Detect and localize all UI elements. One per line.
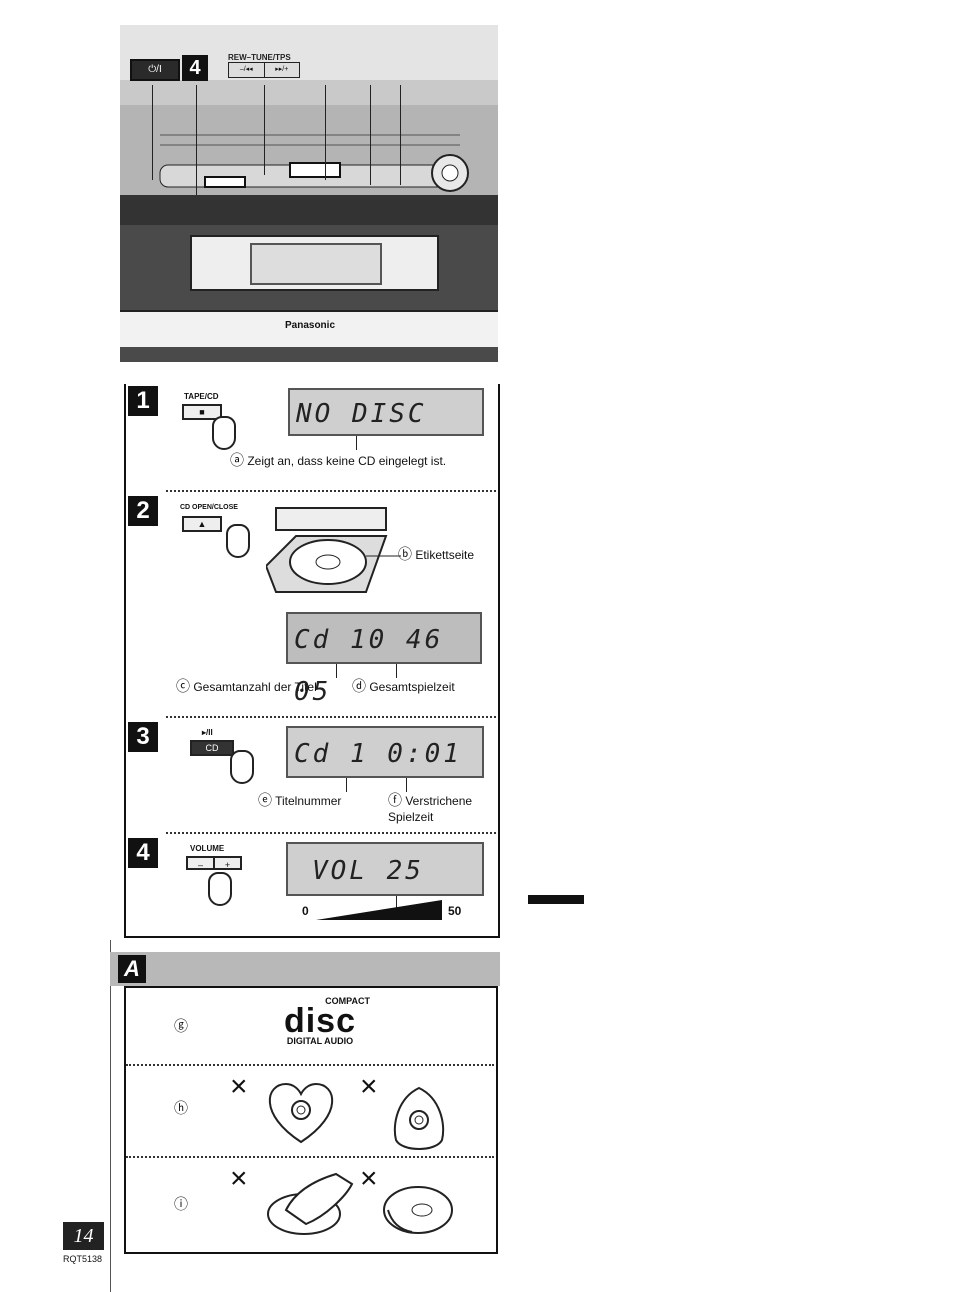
logo-digital-audio: DIGITAL AUDIO	[286, 1036, 354, 1046]
cd-window	[190, 235, 439, 291]
hand-icon	[208, 872, 232, 906]
caption-b-text: Etikettseite	[415, 548, 475, 562]
margin-rule	[110, 940, 111, 1292]
page-number: 14	[63, 1222, 104, 1250]
tape-cd-key: ■	[182, 404, 222, 420]
caption-d-text: Gesamtspielzeit	[369, 680, 455, 694]
dotted-separator	[166, 832, 496, 834]
dotted-separator	[126, 1156, 494, 1158]
marker-h: ⓗ	[174, 1100, 188, 1116]
callout-line	[400, 85, 401, 185]
volume-scale-min: 0	[302, 904, 309, 918]
cd-play-key: CD	[190, 740, 234, 756]
cd-open-close-label: CD OPEN/CLOSE	[180, 504, 238, 511]
device-brand-bar: Panasonic	[120, 310, 498, 347]
step-number-3: 3	[128, 722, 158, 752]
hand-on-disc	[267, 1172, 354, 1235]
lcd-cd-total: Cd 10 46 05	[286, 612, 482, 707]
caption-c: ⓒ Gesamtanzahl der Titel	[176, 676, 317, 696]
step-number-1: 1	[128, 386, 158, 416]
section-a-letter: A	[118, 955, 146, 983]
caption-a-text: Zeigt an, dass keine CD eingelegt ist.	[247, 454, 447, 468]
section-a-header	[110, 952, 500, 986]
caption-f: ⓕ Verstrichene Spielzeit	[388, 790, 488, 824]
marker-c: ⓒ	[176, 678, 190, 694]
dotted-separator	[126, 1064, 494, 1066]
marker-i: ⓘ	[174, 1196, 188, 1212]
volume-scale-max: 50	[448, 904, 462, 918]
lcd-volume: VOL 25	[286, 842, 484, 896]
callout-line	[325, 85, 326, 180]
callout-line	[370, 85, 371, 185]
volume-keys: – +	[186, 856, 242, 870]
device-panel-drawing	[159, 134, 469, 192]
document-code: RQT5138	[63, 1254, 103, 1264]
cd-open-close-key: ▲	[182, 516, 222, 532]
irregular-shaped-disc	[393, 1086, 445, 1150]
lcd-track-time: Cd 1 0:01	[286, 726, 484, 778]
volume-minus-key: –	[186, 856, 215, 870]
heart-shaped-disc	[268, 1082, 334, 1144]
callout-line	[196, 85, 197, 195]
callout-line	[346, 778, 347, 792]
device-band	[120, 195, 498, 225]
volume-label: VOLUME	[190, 844, 225, 853]
marker-b: ⓑ	[398, 546, 412, 562]
cross-mark: ×	[230, 1162, 248, 1195]
callout-line	[406, 778, 407, 792]
caption-c-text: Gesamtanzahl der Titel	[193, 680, 317, 694]
callout-line	[152, 85, 153, 180]
step-badge-4: 4	[182, 55, 208, 81]
caption-e-text: Titelnummer	[275, 794, 342, 808]
rew-tune-buttons: –/◂◂ ▸▸/+	[228, 62, 300, 78]
compact-disc-logo: COMPACT disc DIGITAL AUDIO	[270, 996, 370, 1046]
margin-marker-bar	[528, 895, 584, 904]
marker-g: ⓖ	[174, 1018, 188, 1034]
callout-line	[264, 85, 265, 175]
tape-cd-label: TAPE/CD	[184, 392, 219, 401]
hand-icon	[226, 524, 250, 558]
step-number-2: 2	[128, 496, 158, 526]
device-illustration: ⏻/I 4 REW–TUNE/TPS –/◂◂ ▸▸/+ Panasonic	[120, 25, 498, 362]
section-a-box: ⓖ COMPACT disc DIGITAL AUDIO ⓗ × × ⓘ × ×	[124, 986, 498, 1254]
damaged-disc	[383, 1186, 453, 1234]
steps-section: 1 TAPE/CD ■ NO DISC ⓐ Zeigt an, dass kei…	[124, 384, 500, 938]
cd-tray-drawing	[266, 507, 401, 593]
caption-b: ⓑ Etikettseite	[398, 544, 474, 564]
callout-line	[396, 896, 397, 910]
cross-mark: ×	[360, 1070, 378, 1103]
marker-d: ⓓ	[352, 678, 366, 694]
marker-e: ⓔ	[258, 792, 272, 808]
rew-left-button: –/◂◂	[229, 63, 265, 77]
caption-d: ⓓ Gesamtspielzeit	[352, 676, 455, 696]
caption-f-text: Verstrichene Spielzeit	[388, 794, 473, 824]
volume-plus-key: +	[215, 856, 242, 870]
hand-icon	[212, 416, 236, 450]
caption-e: ⓔ Titelnummer	[258, 790, 341, 810]
play-pause-label: ▸/II	[202, 728, 213, 737]
dotted-separator	[166, 490, 496, 492]
volume-ramp	[316, 900, 442, 920]
cross-mark: ×	[230, 1070, 248, 1103]
lcd-no-disc: NO DISC	[288, 388, 484, 436]
dotted-separator	[166, 716, 496, 718]
marker-a: ⓐ	[230, 452, 244, 468]
rew-right-button: ▸▸/+	[275, 66, 289, 73]
device-control-panel	[120, 105, 498, 195]
callout-line	[356, 436, 357, 450]
cd-window-display	[250, 243, 382, 285]
rew-tune-label: REW–TUNE/TPS	[228, 53, 291, 62]
caption-a: ⓐ Zeigt an, dass keine CD eingelegt ist.	[230, 450, 446, 470]
logo-compact: COMPACT	[325, 996, 370, 1006]
brand-label: Panasonic	[284, 320, 336, 331]
cross-mark: ×	[360, 1162, 378, 1195]
hand-icon	[230, 750, 254, 784]
marker-f: ⓕ	[388, 792, 402, 808]
power-button: ⏻/I	[130, 59, 180, 81]
callout-line	[336, 664, 337, 678]
callout-line	[396, 664, 397, 678]
step-number-4: 4	[128, 838, 158, 868]
logo-disc: disc	[283, 1002, 357, 1040]
